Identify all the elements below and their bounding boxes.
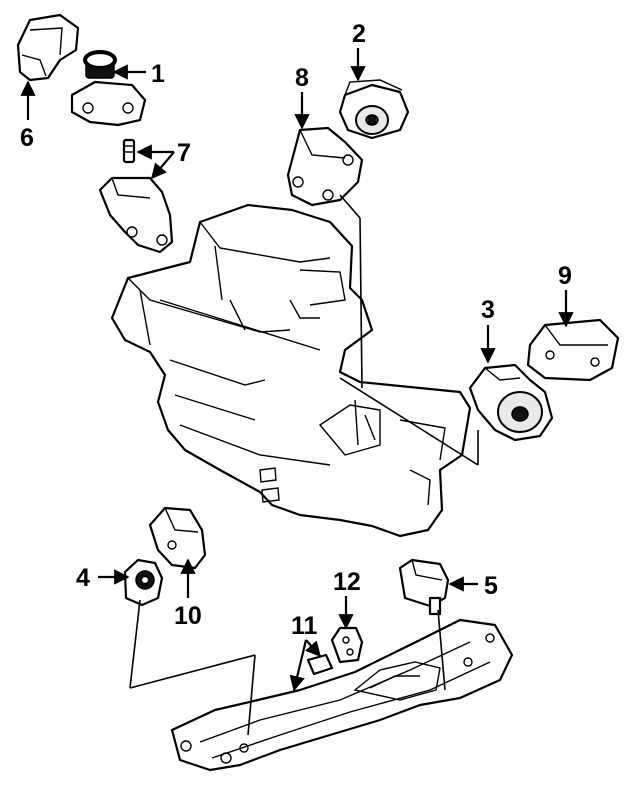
part-10-mount <box>148 506 207 570</box>
part-4-mount <box>123 558 164 607</box>
callout-arrows <box>20 48 574 692</box>
part-9-mount <box>526 318 620 382</box>
callout-11: 11 <box>291 612 318 640</box>
part-6-bracket <box>16 13 80 82</box>
callout-7: 7 <box>177 139 191 167</box>
callout-10: 10 <box>174 602 202 630</box>
part-3-mount <box>468 363 554 442</box>
leader-lines <box>129 194 479 736</box>
engine-block <box>110 203 472 538</box>
callout-2: 2 <box>352 20 366 48</box>
part-2-mount <box>338 79 410 140</box>
crossmember <box>170 618 514 772</box>
part-1-mount <box>70 50 147 127</box>
callout-9: 9 <box>558 262 572 290</box>
part-7-stud <box>122 138 136 164</box>
callout-3: 3 <box>481 296 495 324</box>
part-8-bracket <box>286 126 364 207</box>
part-7-bracket <box>98 176 174 254</box>
part-11-plate <box>306 653 334 676</box>
callout-12: 12 <box>333 568 361 596</box>
callout-6: 6 <box>20 124 34 152</box>
callout-8: 8 <box>295 64 309 92</box>
callout-5: 5 <box>484 572 498 600</box>
part-12-mount <box>330 626 364 664</box>
part-5-mount <box>398 558 450 616</box>
callout-4: 4 <box>76 564 90 592</box>
callout-1: 1 <box>151 60 165 88</box>
callout-labels: 1 2 3 4 5 6 7 8 9 10 11 12 <box>20 20 572 640</box>
